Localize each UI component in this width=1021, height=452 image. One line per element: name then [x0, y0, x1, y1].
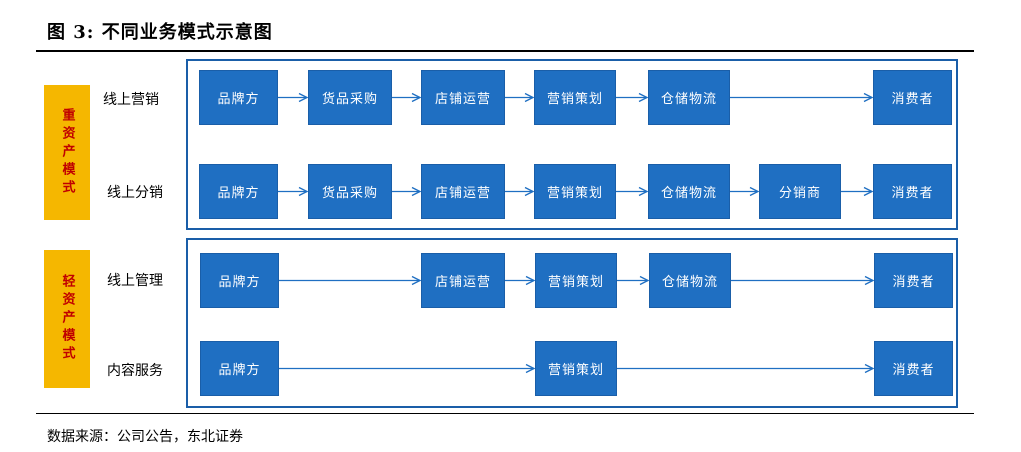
- row-label-content-service: 内容服务: [107, 363, 163, 379]
- figure-title: 图 3: 不同业务模式示意图: [47, 22, 273, 43]
- node-marketing-planning: 营销策划: [535, 253, 617, 308]
- node-consumer: 消费者: [874, 341, 953, 396]
- node-brand: 品牌方: [199, 164, 278, 219]
- node-brand: 品牌方: [200, 341, 279, 396]
- node-brand: 品牌方: [199, 70, 278, 125]
- node-warehouse-logistics: 仓储物流: [648, 164, 730, 219]
- row-label-online-marketing: 线上营销: [103, 92, 159, 108]
- node-distributor: 分销商: [759, 164, 841, 219]
- row-label-online-distribution: 线上分销: [107, 185, 163, 201]
- node-marketing-planning: 营销策划: [535, 341, 617, 396]
- panel-heavy-asset: [186, 59, 958, 230]
- node-consumer: 消费者: [873, 70, 952, 125]
- group-label-light: 轻资产模式: [44, 250, 90, 388]
- group-label-heavy: 重资产模式: [44, 85, 90, 220]
- group-label-heavy-text: 重资产模式: [59, 107, 75, 198]
- node-marketing-planning: 营销策划: [534, 164, 616, 219]
- node-store-operation: 店铺运营: [421, 253, 505, 308]
- node-brand: 品牌方: [200, 253, 279, 308]
- node-consumer: 消费者: [873, 164, 952, 219]
- node-store-operation: 店铺运营: [421, 164, 505, 219]
- top-rule: [36, 50, 974, 52]
- node-marketing-planning: 营销策划: [534, 70, 616, 125]
- source-note: 数据来源：公司公告，东北证券: [47, 429, 243, 445]
- group-label-light-text: 轻资产模式: [59, 274, 75, 364]
- node-store-operation: 店铺运营: [421, 70, 505, 125]
- panel-light-asset: [186, 238, 958, 408]
- bottom-rule: [36, 413, 974, 414]
- row-label-online-management: 线上管理: [107, 273, 163, 289]
- node-procurement: 货品采购: [308, 70, 392, 125]
- node-procurement: 货品采购: [308, 164, 392, 219]
- node-warehouse-logistics: 仓储物流: [648, 70, 730, 125]
- node-consumer: 消费者: [874, 253, 953, 308]
- node-warehouse-logistics: 仓储物流: [649, 253, 731, 308]
